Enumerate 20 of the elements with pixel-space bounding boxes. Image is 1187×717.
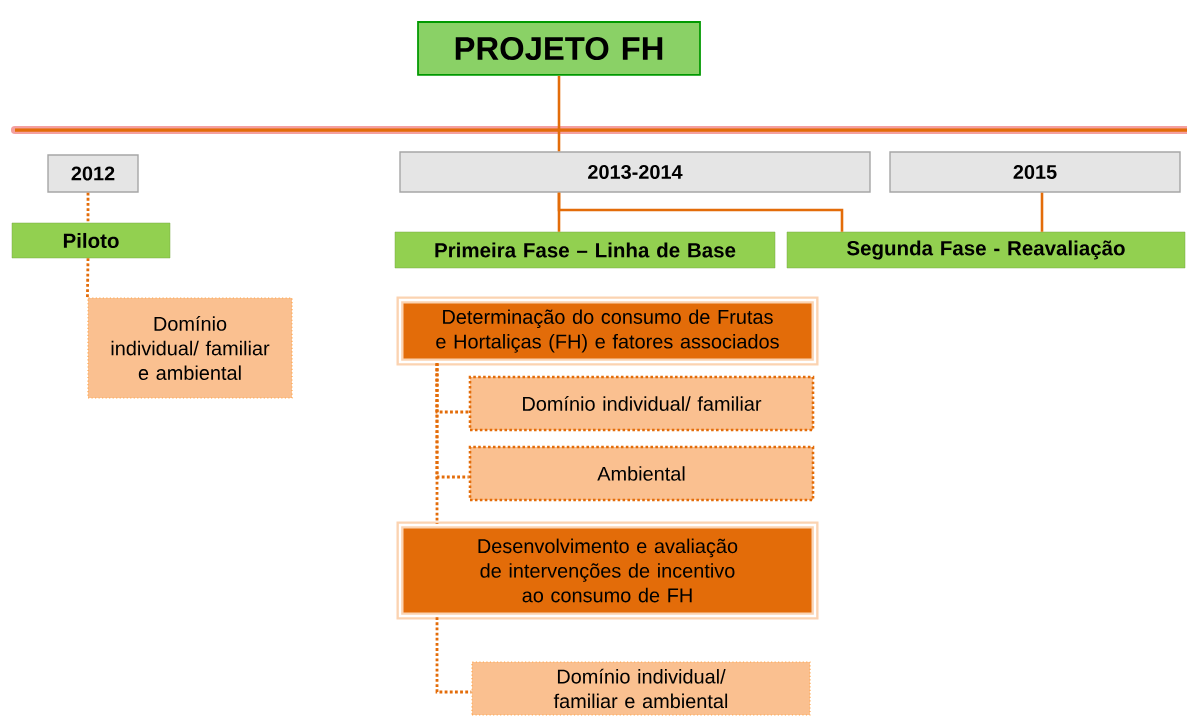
activity-box: Determinação do consumo de Frutas e Hortaliças (FH) e fatores associados — [396, 296, 819, 366]
activity-box: Desenvolvimento e avaliação de intervenções de incentivo ao consumo de FH — [396, 521, 819, 620]
connector-line — [1040, 192, 1044, 232]
connector-line — [557, 75, 561, 152]
connector-line — [557, 192, 844, 232]
topic-box: Ambiental — [468, 445, 815, 502]
phase-box: Segunda Fase - Reavaliação — [786, 231, 1186, 269]
year-box: 2015 — [889, 151, 1181, 193]
phase-box: Piloto — [11, 222, 171, 259]
connector-line — [86, 192, 90, 223]
connector-line — [435, 617, 472, 694]
year-box: 2012 — [47, 154, 139, 193]
year-box: 2013-2014 — [399, 151, 871, 193]
connector-line — [86, 258, 90, 298]
topic-box: Domínio individual/ familiar e ambiental — [87, 297, 293, 399]
title-box: PROJETO FH — [417, 21, 701, 76]
connector-line — [435, 363, 439, 524]
phase-box: Primeira Fase – Linha de Base — [394, 231, 776, 269]
topic-box: Domínio individual/ familiar e ambiental — [471, 661, 811, 716]
topic-box: Domínio individual/ familiar — [468, 375, 815, 432]
